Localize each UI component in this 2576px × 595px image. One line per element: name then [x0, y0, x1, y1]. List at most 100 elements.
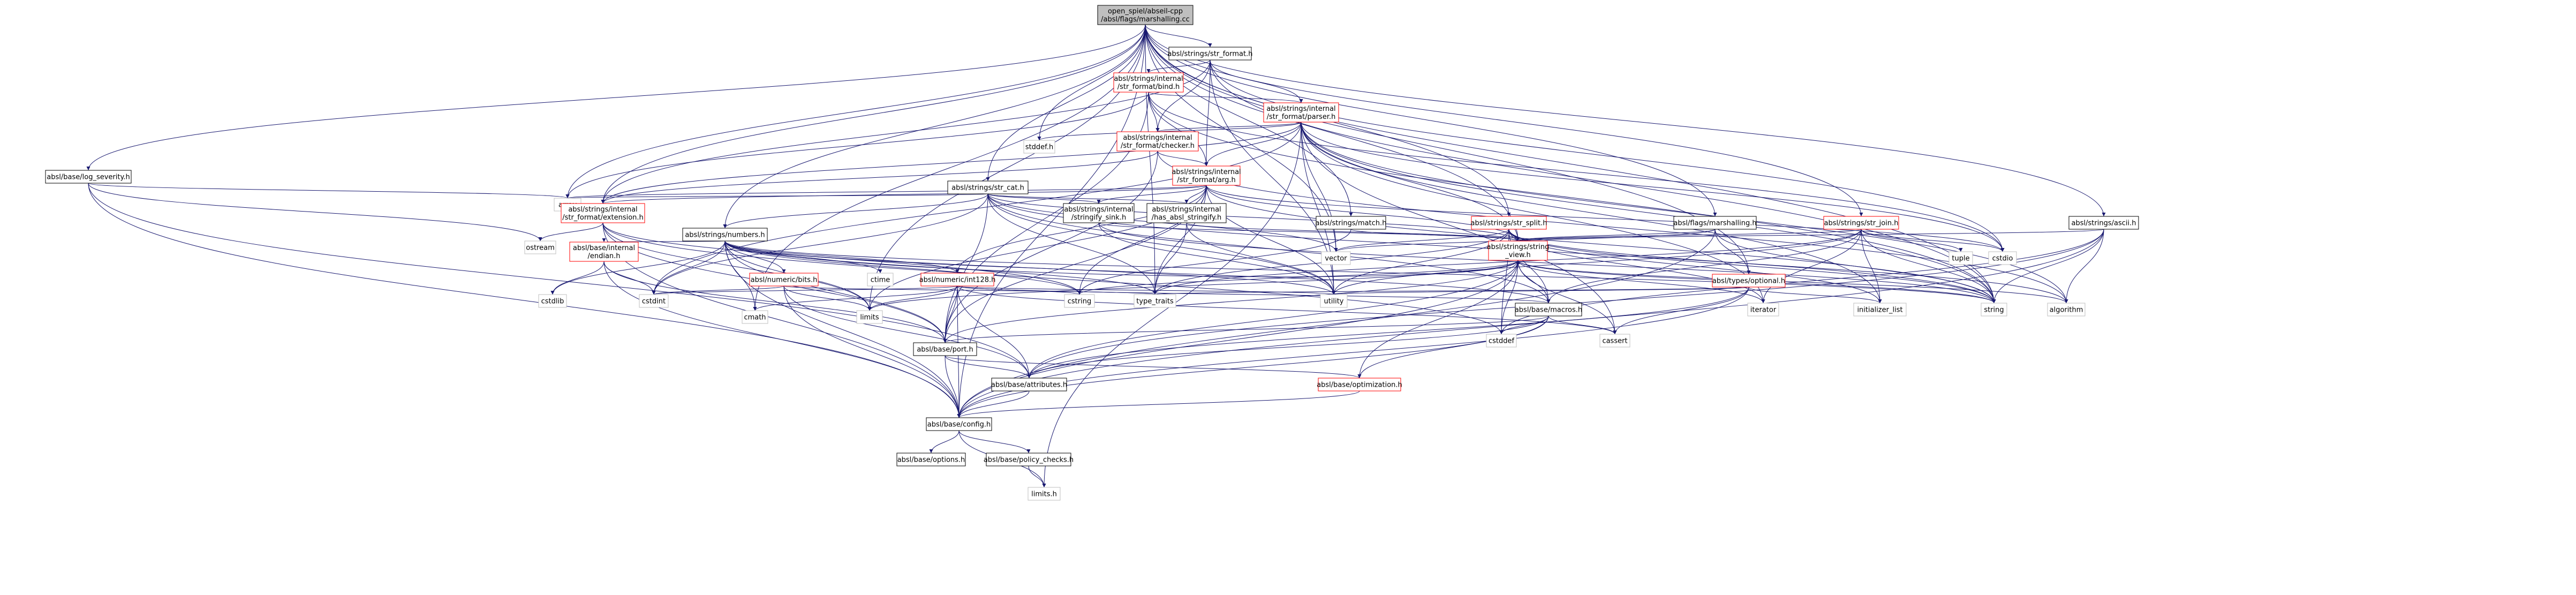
- node-ctime-box: [867, 273, 894, 287]
- node-numbers[interactable]: absl/strings/numbers.h: [682, 228, 768, 242]
- edge-arg-to-array: [566, 185, 1207, 199]
- edge-strformat-to-utility: [1210, 59, 1336, 295]
- node-arg-label-0: absl/strings/internal: [1172, 168, 1241, 176]
- node-strcat[interactable]: absl/strings/str_cat.h: [947, 180, 1029, 194]
- node-bind-label-0: absl/strings/internal: [1114, 75, 1183, 83]
- node-bits-box: [749, 273, 819, 287]
- edge-arg-to-int128: [955, 185, 1207, 274]
- node-strsplit-label-0: absl/strings/str_split.h: [1471, 220, 1547, 228]
- edge-root-to-vector: [1145, 24, 1338, 252]
- node-tuple-label-0: tuple: [1952, 255, 1969, 263]
- node-config[interactable]: absl/base/config.h: [926, 417, 992, 431]
- edge-macros-to-attributes: [1027, 315, 1549, 379]
- node-port[interactable]: absl/base/port.h: [913, 342, 977, 356]
- node-config-box: [926, 417, 992, 431]
- edge-strjoin-to-utility: [1332, 229, 1862, 295]
- node-checker-label-0: absl/strings/internal: [1123, 134, 1192, 142]
- node-cassert-box: [1599, 334, 1630, 348]
- node-extension[interactable]: absl/strings/internal/str_format/extensi…: [561, 203, 645, 223]
- node-strformat[interactable]: absl/strings/str_format.h: [1168, 47, 1253, 61]
- node-limitsh: limits.h: [1028, 487, 1061, 501]
- node-macros[interactable]: absl/base/macros.h: [1515, 303, 1582, 317]
- node-checker[interactable]: absl/strings/internal/str_format/checker…: [1116, 131, 1199, 152]
- node-hasstringify-box: [1146, 203, 1227, 223]
- node-arg[interactable]: absl/strings/internal/str_format/arg.h: [1172, 165, 1241, 186]
- node-limits-label-0: limits: [860, 314, 879, 322]
- node-options[interactable]: absl/base/options.h: [896, 453, 966, 466]
- edge-strjoin-to-string: [1861, 229, 1996, 304]
- node-macros-label-0: absl/base/macros.h: [1515, 306, 1582, 314]
- edge-bits-to-config: [783, 285, 961, 418]
- node-sink[interactable]: absl/strings/internal/stringify_sink.h: [1063, 203, 1135, 223]
- node-attributes[interactable]: absl/base/attributes.h: [991, 378, 1067, 391]
- edge-marshalling-to-string: [1714, 229, 1996, 304]
- node-utility-label-0: utility: [1324, 298, 1344, 306]
- edge-root-to-strjoin: [1145, 24, 1863, 217]
- edge-strsplit-to-initlist: [1508, 229, 1882, 304]
- edge-layer: [86, 24, 2106, 488]
- edge-marshalling-to-stringview: [1516, 229, 1716, 242]
- edge-strjoin-to-stringview: [1516, 229, 1862, 242]
- node-parser-box: [1263, 102, 1339, 123]
- edge-int128-to-cmath: [753, 285, 958, 311]
- node-optional[interactable]: absl/types/optional.h: [1712, 274, 1786, 288]
- edge-optional-to-config: [957, 287, 1749, 418]
- edge-logsev-to-ostream: [88, 183, 542, 242]
- node-optimization[interactable]: absl/base/optimization.h: [1317, 378, 1402, 391]
- node-checker-box: [1116, 131, 1199, 152]
- edge-numbers-to-cstring: [724, 240, 1082, 295]
- node-endian[interactable]: absl/base/internal/endian.h: [569, 242, 639, 262]
- node-bind[interactable]: absl/strings/internal/str_format/bind.h: [1113, 72, 1184, 93]
- edge-int128-to-utility: [957, 285, 1335, 295]
- node-ascii[interactable]: absl/strings/ascii.h: [2068, 216, 2139, 230]
- node-optimization-label-0: absl/base/optimization.h: [1317, 381, 1402, 389]
- node-bits[interactable]: absl/numeric/bits.h: [749, 273, 819, 287]
- node-stringview-label-0: absl/strings/string: [1487, 243, 1550, 251]
- edge-sink-to-utility: [1098, 222, 1336, 295]
- node-policy[interactable]: absl/base/policy_checks.h: [984, 453, 1074, 466]
- node-cstring-box: [1064, 294, 1095, 308]
- edge-strsplit-to-vector: [1334, 229, 1509, 252]
- node-root[interactable]: open_spiel/abseil-cpp/absl/flags/marshal…: [1097, 5, 1193, 25]
- node-cstddef: cstddef: [1486, 334, 1517, 348]
- node-policy-label-0: absl/base/policy_checks.h: [984, 456, 1074, 464]
- edge-strcat-to-array: [566, 193, 988, 199]
- node-arg-label-1: /str_format/arg.h: [1177, 176, 1236, 184]
- edge-stringview-to-iterator: [1517, 260, 1765, 304]
- node-optional-box: [1712, 274, 1786, 288]
- node-parser[interactable]: absl/strings/internal/str_format/parser.…: [1263, 102, 1339, 123]
- node-marshalling[interactable]: absl/flags/marshalling.h: [1673, 216, 1757, 230]
- node-typetraits-box: [1134, 294, 1176, 308]
- node-options-box: [896, 453, 966, 466]
- edge-port-to-config: [945, 355, 961, 418]
- node-typetraits-label-0: type_traits: [1136, 298, 1174, 306]
- edge-root-to-cmath: [753, 24, 1146, 311]
- node-hasstringify[interactable]: absl/strings/internal/has_absl_stringify…: [1146, 203, 1227, 223]
- edge-strformat-to-bind: [1146, 59, 1211, 73]
- node-cstdint-box: [639, 294, 669, 308]
- node-strjoin[interactable]: absl/strings/str_join.h: [1823, 216, 1899, 230]
- node-layer: open_spiel/abseil-cpp/absl/flags/marshal…: [45, 5, 2139, 501]
- node-parser-label-1: /str_format/parser.h: [1267, 113, 1336, 121]
- edge-arg-to-utility: [1206, 185, 1336, 295]
- edge-attributes-to-config: [957, 390, 1030, 418]
- node-cstdlib: cstdlib: [538, 294, 567, 308]
- edge-arg-to-hasstringify: [1184, 185, 1207, 204]
- node-parser-label-0: absl/strings/internal: [1266, 105, 1335, 113]
- node-root-box: [1097, 5, 1193, 25]
- node-int128[interactable]: absl/numeric/int128.h: [919, 273, 996, 287]
- node-ostream-box: [524, 240, 556, 254]
- node-optional-label-0: absl/types/optional.h: [1712, 277, 1785, 285]
- node-logsev[interactable]: absl/base/log_severity.h: [45, 170, 132, 184]
- node-match[interactable]: absl/strings/match.h: [1316, 216, 1387, 230]
- edge-numbers-to-port: [724, 240, 947, 343]
- edge-endian-to-config: [603, 261, 961, 418]
- node-strsplit[interactable]: absl/strings/str_split.h: [1471, 216, 1547, 230]
- edge-parser-to-algorithm: [1301, 122, 2068, 304]
- node-cstring: cstring: [1064, 294, 1095, 308]
- node-ctime-label-0: ctime: [871, 276, 890, 284]
- node-stringview[interactable]: absl/strings/string_view.h: [1487, 240, 1550, 261]
- edge-ascii-to-algorithm: [2064, 229, 2104, 304]
- node-optimization-box: [1318, 378, 1401, 391]
- edge-ascii-to-stringview: [1516, 229, 2104, 242]
